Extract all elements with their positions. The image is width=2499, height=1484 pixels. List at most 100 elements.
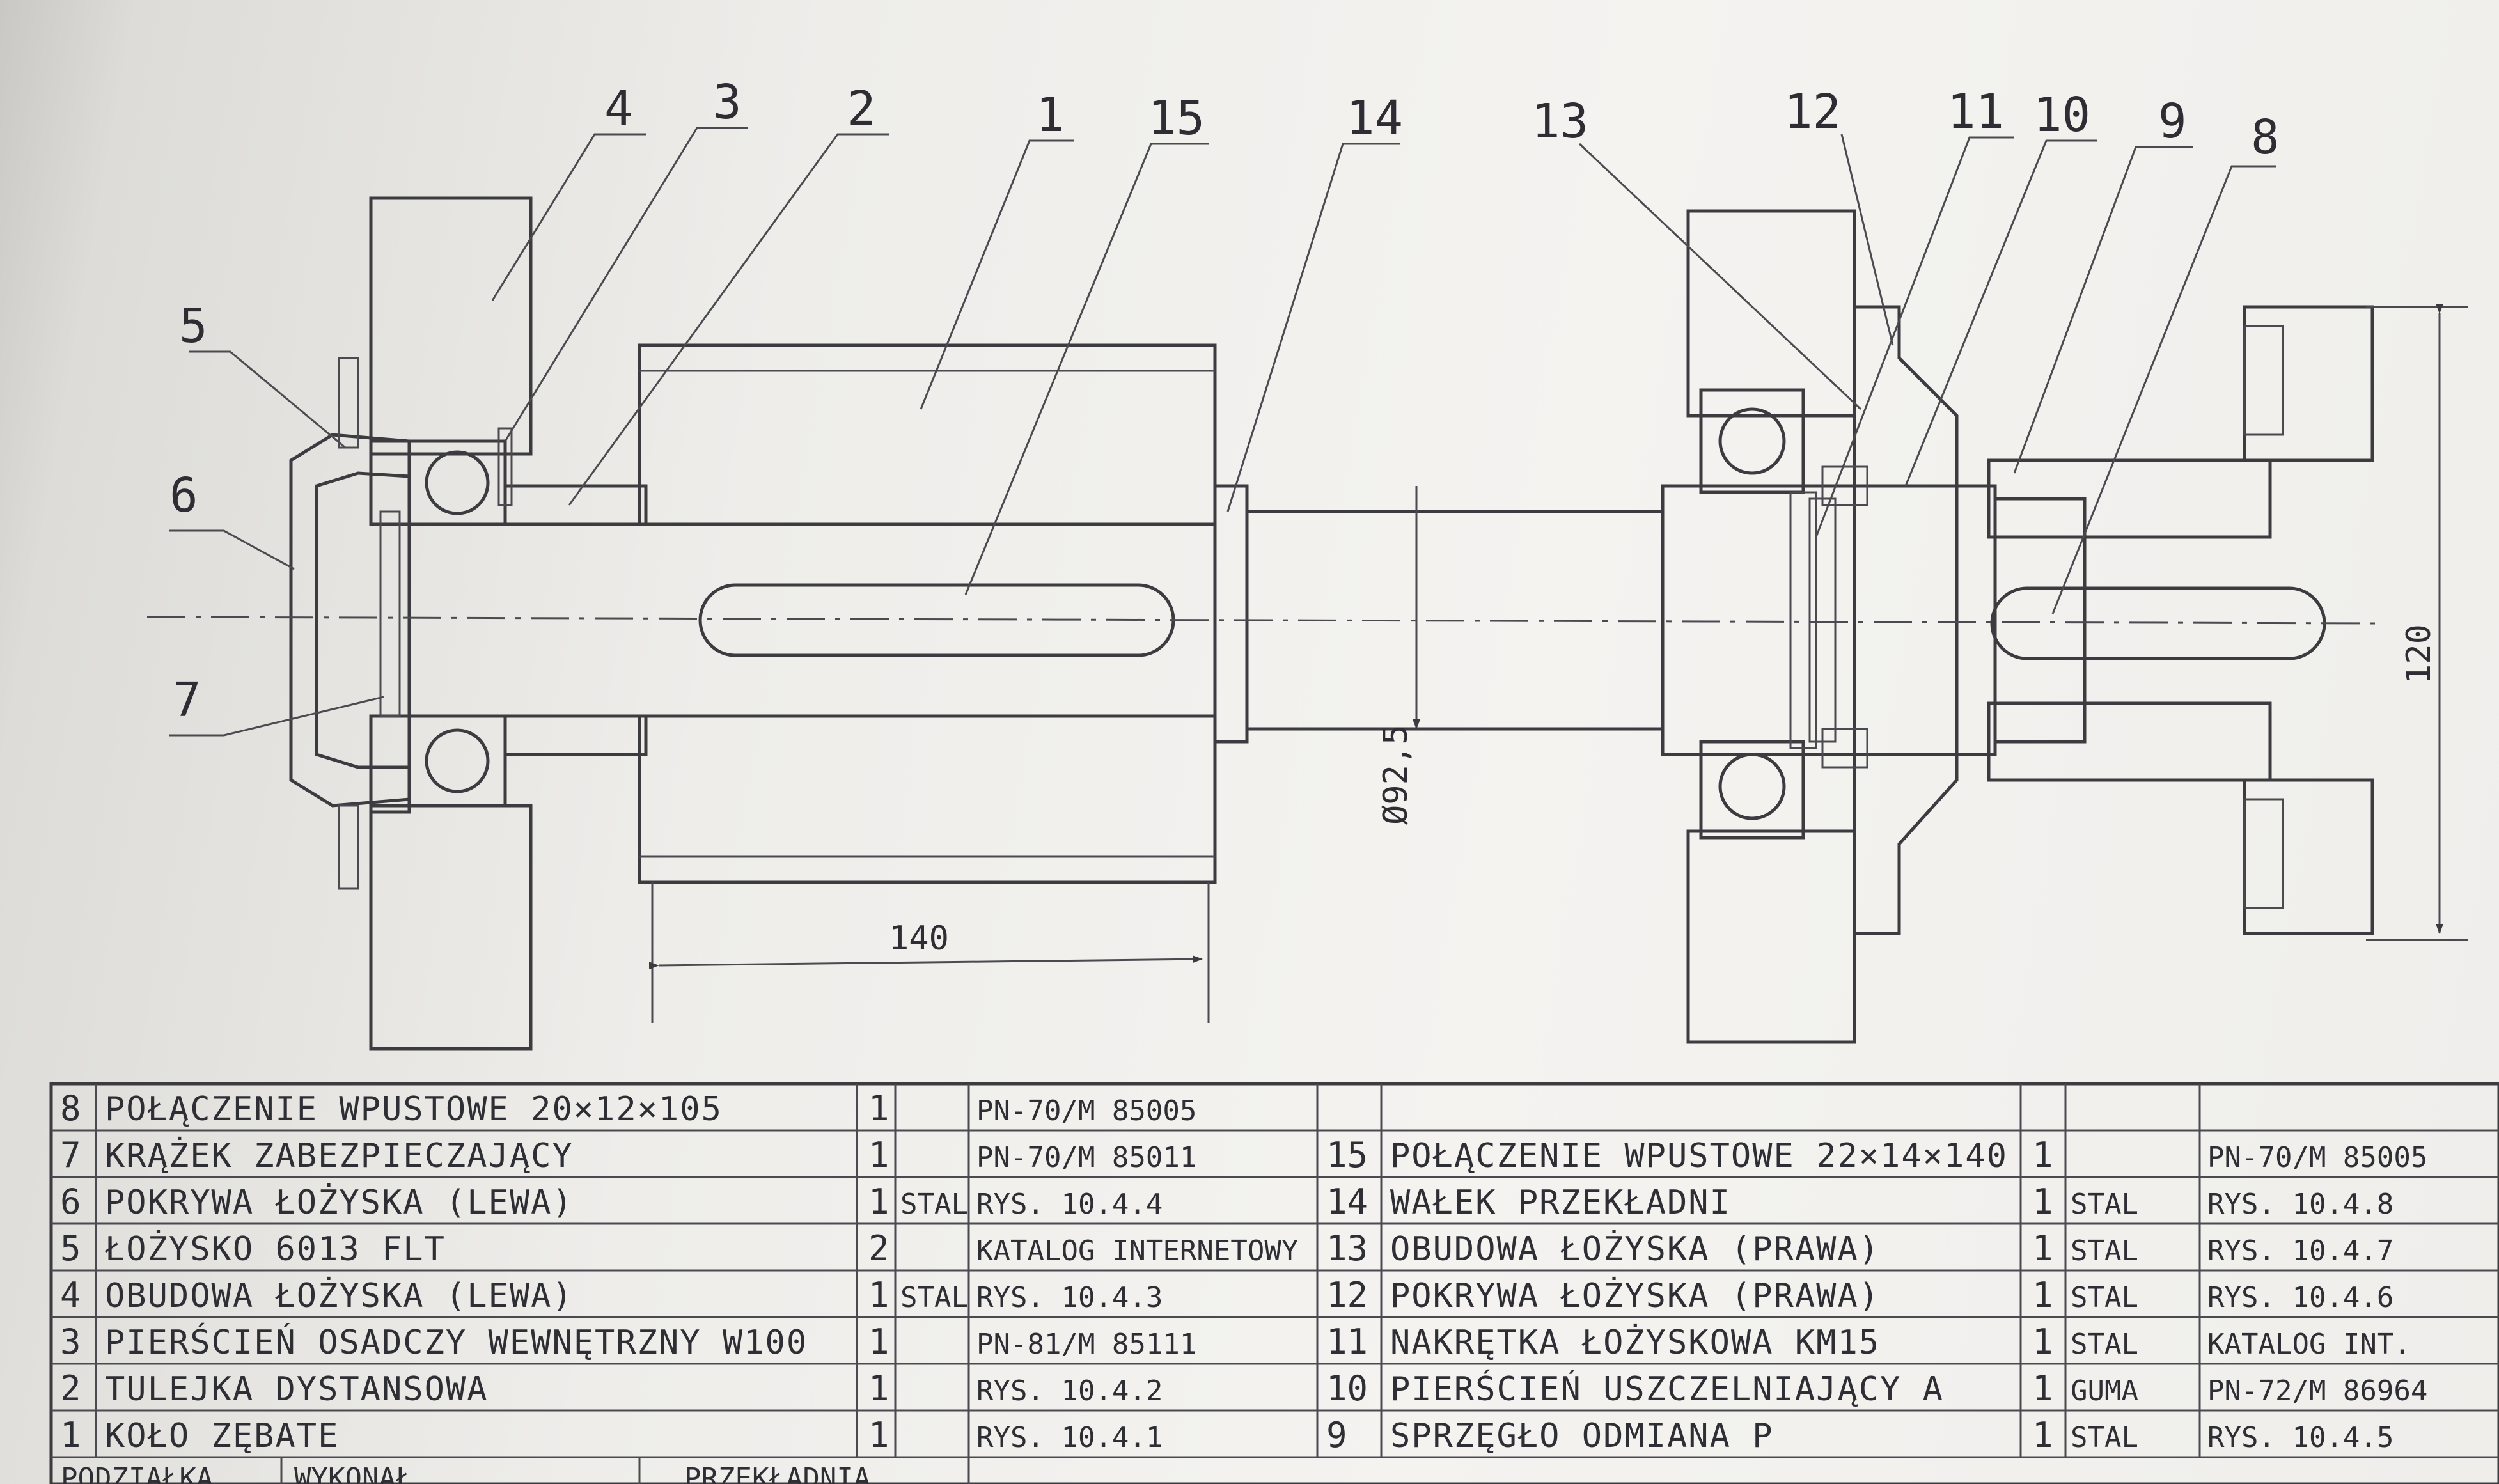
part-material: STAL	[2071, 1328, 2138, 1361]
scale-label: PODZIAŁKA	[61, 1462, 213, 1484]
dimension-height-label: 120	[2400, 624, 2438, 684]
part-number: 10	[1326, 1368, 1368, 1409]
part-name: PIERŚCIEŃ USZCZELNIAJĄCY A	[1390, 1369, 1944, 1409]
part-name: TULEJKA DYSTANSOWA	[105, 1370, 489, 1409]
part-name: POKRYWA ŁOŻYSKA (PRAWA)	[1390, 1276, 1880, 1315]
part-reference: RYS. 10.4.7	[2207, 1235, 2393, 1267]
part-name: ŁOŻYSKO 6013 FLT	[104, 1230, 446, 1269]
part-reference: RYS. 10.4.2	[976, 1375, 1163, 1407]
part-name: OBUDOWA ŁOŻYSKA (PRAWA)	[1390, 1230, 1880, 1269]
callout-13: 13	[1532, 94, 1588, 149]
part-quantity: 1	[868, 1088, 889, 1129]
part-reference: KATALOG INT.	[2207, 1328, 2411, 1361]
part-number: 6	[60, 1182, 81, 1222]
callout-7: 7	[173, 673, 201, 728]
part-reference: PN-70/M 85005	[976, 1095, 1196, 1127]
dimension-diameter-label: Ø92,5	[1377, 724, 1415, 825]
left-housing	[369, 196, 533, 1051]
part-number: 15	[1326, 1135, 1368, 1175]
part-number: 3	[60, 1322, 81, 1362]
part-number: 14	[1326, 1182, 1368, 1222]
coupling	[1987, 305, 2374, 935]
part-reference: RYS. 10.4.8	[2207, 1188, 2393, 1221]
part-material: GUMA	[2071, 1375, 2138, 1407]
part-name: POKRYWA ŁOŻYSKA (LEWA)	[105, 1183, 574, 1222]
gear-wheel	[638, 343, 1217, 884]
part-quantity: 1	[2032, 1322, 2053, 1362]
part-reference: RYS. 10.4.3	[976, 1281, 1163, 1314]
callout-5: 5	[179, 299, 208, 354]
right-housing	[1686, 209, 1856, 1044]
spacer-sleeve	[379, 427, 648, 756]
callout-1: 1	[1036, 88, 1065, 143]
part-name: KRĄŻEK ZABEZPIECZAJĄCY	[105, 1136, 574, 1175]
callout-6: 6	[169, 468, 198, 523]
part-quantity: 1	[868, 1135, 889, 1175]
part-number: 8	[60, 1088, 81, 1129]
callout-2: 2	[847, 81, 876, 136]
part-name: POŁĄCZENIE WPUSTOWE 20×12×105	[105, 1090, 723, 1129]
part-quantity: 1	[2032, 1275, 2053, 1315]
dimension-length-label: 140	[889, 919, 949, 958]
callout-15: 15	[1148, 91, 1205, 146]
part-quantity: 2	[868, 1228, 889, 1269]
part-name: POŁĄCZENIE WPUSTOWE 22×14×140	[1390, 1137, 2008, 1175]
part-reference: RYS. 10.4.5	[2207, 1421, 2393, 1454]
part-number: 12	[1326, 1275, 1368, 1315]
part-name: PIERŚCIEŃ OSADCZY WEWNĘTRZNY W100	[105, 1322, 808, 1362]
callout-10: 10	[2033, 88, 2090, 143]
part-quantity: 1	[2032, 1135, 2053, 1175]
part-reference: PN-70/M 85011	[976, 1141, 1196, 1174]
part-reference: PN-72/M 86964	[2207, 1375, 2427, 1407]
left-bearings	[407, 439, 507, 808]
part-quantity: 1	[2032, 1228, 2053, 1269]
part-number: 9	[1326, 1415, 1347, 1455]
part-quantity: 1	[868, 1182, 889, 1222]
part-number: 1	[60, 1415, 81, 1455]
part-reference: KATALOG INTERNETOWY	[976, 1235, 1298, 1267]
part-number: 7	[60, 1135, 81, 1175]
callout-12: 12	[1784, 84, 1841, 139]
drawing-title: PRZEKŁADNIA	[684, 1462, 870, 1484]
part-quantity: 1	[2032, 1415, 2053, 1455]
part-quantity: 1	[868, 1275, 889, 1315]
dimension-diameter: Ø92,5	[1377, 486, 1420, 825]
part-material: STAL	[900, 1188, 968, 1221]
part-reference: RYS. 10.4.6	[2207, 1281, 2393, 1314]
part-number: 4	[60, 1275, 81, 1315]
part-name: NAKRĘTKA ŁOŻYSKOWA KM15	[1390, 1323, 1880, 1362]
right-bearing-cover	[1789, 305, 1959, 935]
callout-3: 3	[713, 75, 742, 130]
part-number: 13	[1326, 1228, 1368, 1269]
part-material: STAL	[2071, 1188, 2138, 1221]
part-quantity: 1	[2032, 1368, 2053, 1409]
callout-8: 8	[2251, 110, 2280, 165]
callouts: 4 3 2 1 15 14 13 12 11 10 9 8 5	[169, 75, 2280, 737]
part-quantity: 1	[868, 1415, 889, 1455]
callout-14: 14	[1346, 91, 1403, 146]
part-reference: PN-70/M 85005	[2207, 1141, 2427, 1174]
dimension-length: 140	[648, 882, 1210, 1023]
callout-9: 9	[2158, 94, 2187, 149]
dimension-height: 120	[2366, 304, 2468, 941]
part-quantity: 1	[868, 1322, 889, 1362]
part-name: KOŁO ZĘBATE	[105, 1417, 339, 1455]
callout-4: 4	[604, 81, 633, 136]
callout-11: 11	[1947, 84, 2004, 139]
part-quantity: 1	[2032, 1182, 2053, 1222]
part-material: STAL	[900, 1281, 968, 1314]
part-reference: PN-81/M 85111	[976, 1328, 1196, 1361]
part-number: 2	[60, 1368, 81, 1409]
part-number: 5	[60, 1228, 81, 1269]
part-reference: RYS. 10.4.1	[976, 1421, 1163, 1454]
part-material: STAL	[2071, 1281, 2138, 1314]
part-number: 11	[1326, 1322, 1368, 1362]
part-name: OBUDOWA ŁOŻYSKA (LEWA)	[105, 1276, 574, 1315]
part-material: STAL	[2071, 1235, 2138, 1267]
left-bearing-cover	[289, 357, 411, 890]
part-reference: RYS. 10.4.4	[976, 1188, 1163, 1221]
centre-line	[146, 616, 2379, 625]
